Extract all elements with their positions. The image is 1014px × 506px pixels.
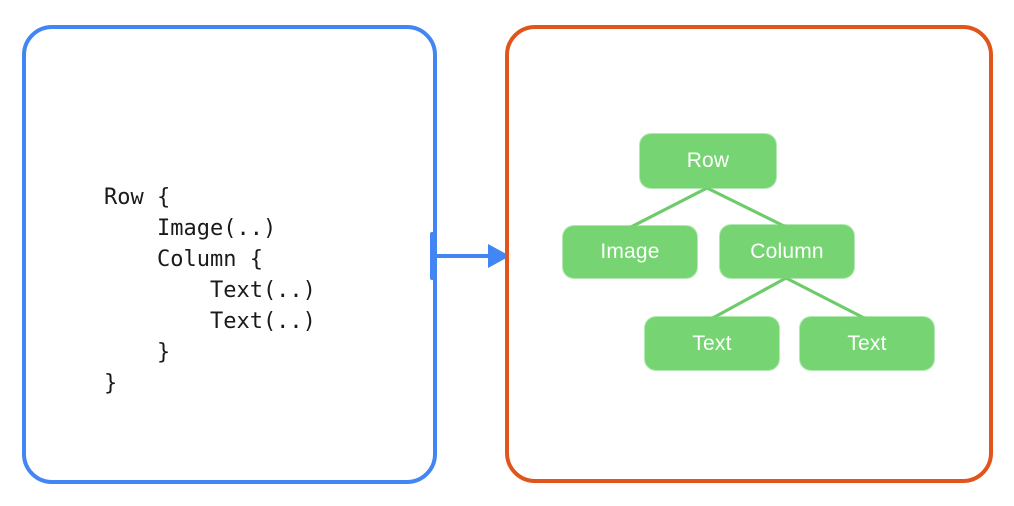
tree-node-text-1[interactable]: Text — [645, 317, 779, 370]
tree-node-row[interactable]: Row — [640, 134, 776, 188]
tree-node-image[interactable]: Image — [563, 226, 697, 278]
tree-node-text-2-label: Text — [847, 331, 887, 355]
arrow-head — [488, 244, 510, 268]
edge-row-column — [705, 186, 788, 229]
code-snippet: Row { Image(..) Column { Text(..) Text(.… — [104, 185, 316, 396]
tree-node-text-1-label: Text — [692, 331, 732, 355]
flow-arrow — [430, 232, 510, 280]
tree-node-column[interactable]: Column — [720, 225, 854, 278]
tree-node-image-label: Image — [600, 240, 660, 263]
tree-edges — [627, 186, 868, 321]
edge-column-text2 — [784, 276, 868, 321]
code-panel: Row { Image(..) Column { Text(..) Text(.… — [22, 25, 437, 484]
edge-column-text1 — [709, 276, 788, 321]
edge-row-image — [627, 186, 709, 230]
tree-node-text-2[interactable]: Text — [800, 317, 934, 370]
tree-node-column-label: Column — [750, 239, 824, 263]
tree-node-row-label: Row — [686, 149, 730, 172]
